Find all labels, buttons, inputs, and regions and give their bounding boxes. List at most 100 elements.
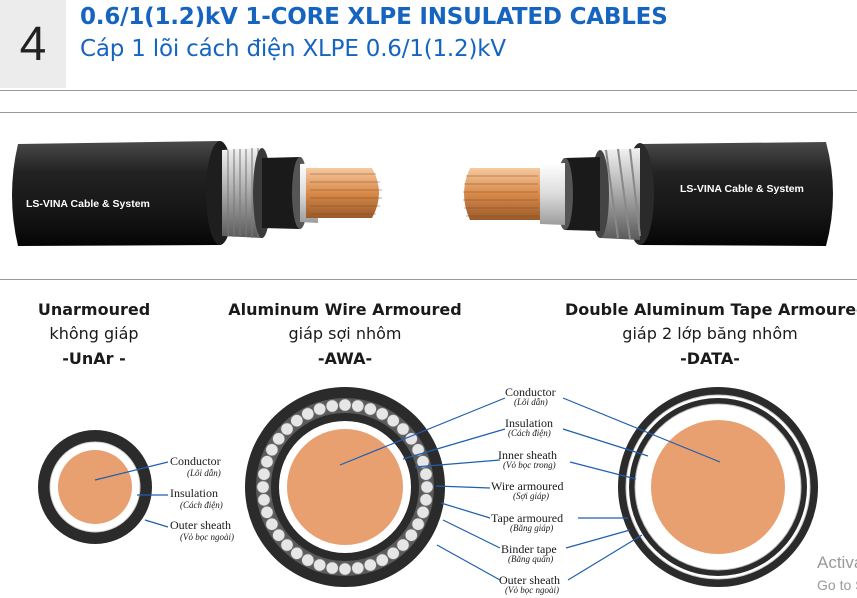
unar-cross-section: Conductor (Lõi dẫn) Insulation (Cách điệ… — [38, 430, 234, 544]
label-tape-armoured: Tape armoured — [491, 511, 563, 525]
armour-wire — [280, 422, 294, 436]
watermark-line-1: Activate — [817, 553, 857, 572]
unar-label-conductor-vn: (Lõi dẫn) — [187, 468, 221, 478]
label-insulation-vn: (Cách điện) — [508, 428, 551, 438]
armour-wire — [280, 538, 294, 552]
armour-wire — [386, 413, 401, 428]
armour-wire — [396, 422, 410, 436]
armour-wire — [312, 558, 327, 572]
right-insulation — [540, 163, 565, 225]
photo-top-divider — [0, 112, 857, 113]
awa-conductor — [287, 429, 403, 545]
page-subtitle: Cáp 1 lõi cách điện XLPE 0.6/1(1.2)kV — [80, 36, 506, 62]
header-divider — [0, 90, 857, 91]
armour-wire — [312, 402, 327, 416]
unar-title: Unarmoured — [37, 300, 151, 319]
data-code: -DATA- — [680, 349, 740, 368]
watermark-line-2: Go to Se — [817, 577, 857, 593]
armour-wire — [386, 546, 401, 561]
unar-label-conductor: Conductor — [170, 454, 221, 468]
awa-wire-armour — [256, 398, 434, 576]
label-wire-armoured: Wire armoured — [491, 479, 563, 493]
armour-wire — [375, 553, 390, 567]
armour-wire — [257, 493, 271, 507]
unar-code: -UnAr - — [62, 349, 126, 368]
armour-wire — [271, 432, 286, 446]
right-conductor — [464, 168, 540, 220]
label-wire-armoured-vn: (Sợi giáp) — [513, 491, 549, 501]
armour-wire — [411, 517, 425, 532]
right-tape-armour — [600, 148, 640, 240]
armour-wire — [271, 528, 286, 543]
unar-title-vn: không giáp — [49, 324, 139, 343]
armour-wire — [351, 399, 365, 413]
left-cable: LS-VINA Cable & System — [12, 141, 382, 246]
armour-wire — [265, 443, 279, 457]
data-title: Double Aluminum Tape Armoured — [565, 300, 857, 319]
armour-wire — [351, 561, 365, 575]
armour-wire — [260, 454, 274, 469]
activation-watermark: Activate Go to Se — [817, 552, 857, 596]
armour-wire — [420, 480, 434, 494]
armour-wire — [416, 454, 430, 469]
armour-wire — [301, 407, 315, 421]
right-cable-brand: LS-VINA Cable & System — [680, 183, 804, 195]
cross-section-diagrams: Conductor (Lõi dẫn) Insulation (Cách điệ… — [38, 385, 818, 595]
section-number: 4 — [0, 0, 66, 88]
armour-wire — [404, 528, 419, 543]
page-title: 0.6/1(1.2)kV 1-CORE XLPE INSULATED CABLE… — [80, 4, 668, 30]
unar-label-outer-sheath: Outer sheath — [170, 518, 231, 532]
page-header: 4 0.6/1(1.2)kV 1-CORE XLPE INSULATED CAB… — [0, 0, 857, 92]
label-outer-sheath-vn: (Vỏ bọc ngoài) — [505, 585, 559, 595]
armour-wire — [416, 505, 430, 520]
armour-wire — [290, 413, 304, 428]
unar-label-insulation: Insulation — [170, 486, 218, 500]
armour-wire — [363, 558, 378, 572]
leader-lines — [339, 397, 721, 581]
awa-title: Aluminum Wire Armoured — [228, 300, 462, 319]
data-conductor — [651, 420, 785, 554]
photo-bottom-divider — [0, 279, 857, 280]
cable-photo: LS-VINA Cable & System LS-VINA Cable & S… — [12, 141, 833, 246]
label-binder-tape-vn: (Băng quấn) — [508, 554, 553, 564]
unar-label-insulation-vn: (Cách điện) — [180, 500, 223, 510]
armour-wire — [265, 517, 279, 532]
armour-wire — [256, 480, 270, 494]
left-conductor — [306, 168, 379, 218]
armour-wire — [396, 538, 410, 552]
data-title-vn: giáp 2 lớp băng nhôm — [622, 324, 798, 343]
label-conductor-vn: (Lõi dẫn) — [514, 397, 548, 407]
awa-cross-section — [245, 387, 445, 587]
left-cable-brand: LS-VINA Cable & System — [26, 198, 150, 210]
armour-wire — [338, 398, 352, 412]
label-outer-sheath: Outer sheath — [499, 573, 560, 587]
left-outer-sheath — [12, 141, 220, 246]
right-inner-sheath — [565, 157, 600, 231]
armour-wire — [411, 443, 425, 457]
unar-conductor — [58, 450, 132, 524]
awa-code: -AWA- — [317, 349, 373, 368]
label-inner-sheath-vn: (Vỏ bọc trong) — [503, 460, 556, 470]
armour-wire — [375, 407, 390, 421]
right-outer-sheath — [640, 142, 833, 246]
right-cable: LS-VINA Cable & System — [463, 142, 833, 246]
label-tape-armoured-vn: (Băng giáp) — [510, 523, 553, 533]
label-binder-tape: Binder tape — [501, 542, 557, 556]
armour-wire — [260, 505, 274, 520]
center-labels: Conductor (Lõi dẫn) Insulation (Cách điệ… — [491, 385, 563, 595]
armour-wire — [363, 402, 378, 416]
armour-wire — [257, 467, 271, 482]
label-inner-sheath: Inner sheath — [498, 448, 557, 462]
left-inner-sheath — [262, 157, 300, 229]
armour-wire — [301, 553, 315, 567]
label-insulation: Insulation — [505, 416, 553, 430]
armour-wire — [325, 399, 340, 413]
armour-wire — [419, 467, 433, 482]
label-conductor: Conductor — [505, 385, 556, 399]
armour-wire — [325, 561, 340, 575]
unar-label-outer-sheath-vn: (Vỏ bọc ngoài) — [180, 532, 234, 542]
armour-wire — [419, 493, 433, 507]
data-cross-section — [618, 387, 818, 587]
awa-title-vn: giáp sợi nhôm — [288, 324, 402, 343]
armour-wire — [338, 562, 352, 576]
